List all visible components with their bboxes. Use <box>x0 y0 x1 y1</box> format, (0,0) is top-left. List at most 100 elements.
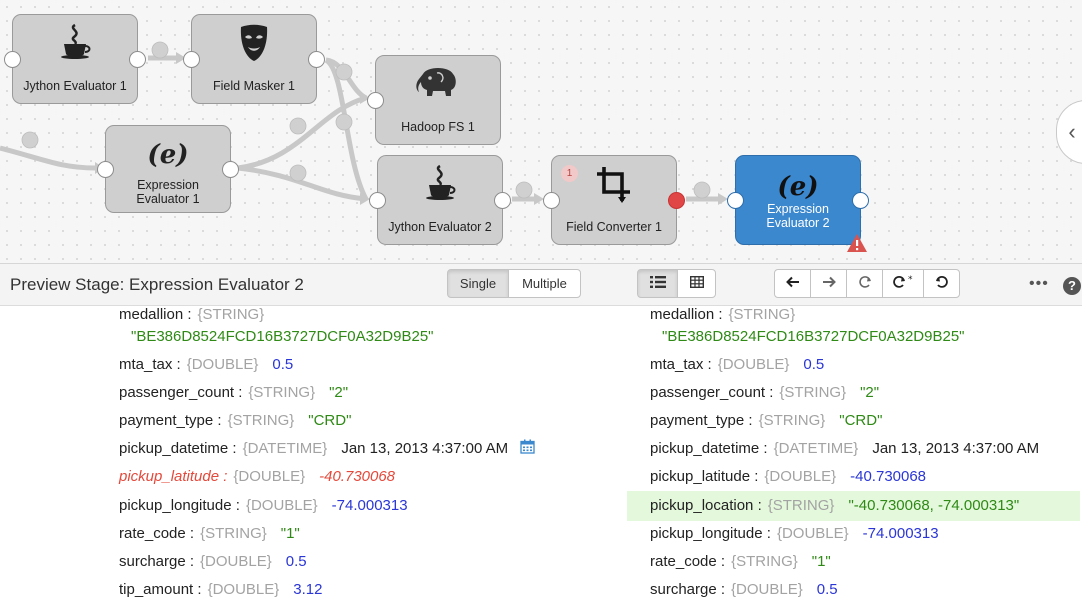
refresh-button[interactable] <box>846 269 883 298</box>
stage-label: Field Masker 1 <box>213 79 295 93</box>
field-value: "2" <box>329 383 349 401</box>
table-view-button[interactable] <box>677 269 716 298</box>
input-port[interactable] <box>97 160 114 178</box>
arrow-left-icon <box>785 276 800 291</box>
stage-label: Hadoop FS 1 <box>401 120 475 134</box>
field-value: 0.5 <box>803 355 825 373</box>
stage-jython-evaluator-1[interactable]: Jython Evaluator 1 <box>4 14 146 104</box>
record-field: payment_type :{STRING}"CRD" <box>119 409 351 431</box>
input-port[interactable] <box>183 50 200 68</box>
calendar-icon[interactable] <box>520 439 535 458</box>
record-field: pickup_latitude : {DOUBLE} -40.730068 <box>119 466 395 488</box>
field-type: {DOUBLE} <box>731 581 803 599</box>
field-name: pickup_longitude : <box>650 524 771 542</box>
more-options-button[interactable]: ••• <box>1029 275 1049 292</box>
record-mode-toggle: Single Multiple <box>447 269 581 298</box>
field-value: "1" <box>811 552 831 570</box>
output-port[interactable] <box>222 160 239 178</box>
stage-label: Expression Evaluator 1 <box>136 178 200 206</box>
field-type: {DOUBLE} <box>186 355 259 373</box>
error-count-badge[interactable]: 1 <box>561 165 578 182</box>
help-icon[interactable]: ? <box>1063 277 1081 295</box>
field-value: "2" <box>860 383 880 401</box>
field-name: surcharge : <box>650 581 726 599</box>
table-view-icon <box>689 275 704 291</box>
record-field-value-line: "BE386D8524FCD16B3727DCF0A32D9B25" <box>131 325 434 347</box>
field-type: {DOUBLE} <box>717 355 790 373</box>
refresh-with-changes-button[interactable]: * <box>882 269 924 298</box>
field-name: pickup_longitude : <box>119 496 240 514</box>
field-type: {STRING} <box>767 496 835 514</box>
record-field: surcharge :{DOUBLE}0.5 <box>650 579 838 601</box>
output-port[interactable] <box>494 191 511 209</box>
stage-field-masker-1[interactable]: Field Masker 1 <box>183 14 325 104</box>
single-mode-button[interactable]: Single <box>447 269 509 298</box>
expression-e-icon: (e) <box>736 170 860 202</box>
stage-jython-evaluator-2[interactable]: Jython Evaluator 2 <box>369 155 511 245</box>
field-type: {STRING} <box>200 524 267 542</box>
pipeline-canvas[interactable]: Jython Evaluator 1 Field Masker 1 Hadoop <box>0 0 1082 264</box>
input-port[interactable] <box>369 191 386 209</box>
field-name: mta_tax : <box>119 355 181 373</box>
field-value: Jan 13, 2013 4:37:00 AM <box>872 440 1040 458</box>
field-type: {STRING} <box>227 411 295 429</box>
stage-expression-evaluator-2[interactable]: (e) Expression Evaluator 2 <box>727 155 869 252</box>
svg-text:*: * <box>908 275 913 285</box>
field-value: Jan 13, 2013 4:37:00 AM <box>341 440 509 458</box>
crop-convert-icon <box>552 164 676 204</box>
input-port[interactable] <box>367 91 384 109</box>
record-field: rate_code : {STRING} "1" <box>119 522 300 544</box>
field-type: {DOUBLE} <box>200 552 272 570</box>
list-view-button[interactable] <box>637 269 678 298</box>
input-port[interactable] <box>4 50 21 68</box>
field-value: -74.000313 <box>862 524 939 542</box>
field-value: 0.5 <box>285 552 307 570</box>
step-back-button[interactable] <box>774 269 811 298</box>
field-type: {DOUBLE} <box>764 468 837 486</box>
record-field: pickup_datetime :{DATETIME}Jan 13, 2013 … <box>119 438 535 460</box>
stage-hadoop-fs-1[interactable]: Hadoop FS 1 <box>367 55 501 145</box>
output-port[interactable] <box>852 191 869 209</box>
field-name: rate_code : <box>119 524 195 542</box>
step-forward-button[interactable] <box>810 269 847 298</box>
field-type: {DATETIME} <box>242 440 328 458</box>
record-field: passenger_count :{STRING}"2" <box>650 381 879 403</box>
input-port[interactable] <box>727 191 744 209</box>
warning-icon[interactable] <box>846 233 868 256</box>
stage-label: Expression Evaluator 2 <box>766 202 830 230</box>
error-output-port[interactable] <box>668 191 685 209</box>
field-value: "CRD" <box>308 411 352 429</box>
stage-expression-evaluator-1[interactable]: (e) Expression Evaluator 1 <box>97 125 239 213</box>
output-port[interactable] <box>308 50 325 68</box>
stage-field-converter-1[interactable]: 1 Field Converter 1 <box>543 155 685 245</box>
field-value: 0.5 <box>272 355 294 373</box>
field-name: tip_amount : <box>119 581 202 599</box>
refresh-with-changes-icon: * <box>892 275 914 292</box>
field-type: {DOUBLE} <box>233 468 306 486</box>
field-type: {STRING} <box>779 383 847 401</box>
output-port[interactable] <box>129 50 146 68</box>
record-field: pickup_latitude :{DOUBLE}-40.730068 <box>650 466 926 488</box>
input-port[interactable] <box>543 191 560 209</box>
expression-e-icon: (e) <box>106 138 230 170</box>
record-field-value-line: "BE386D8524FCD16B3727DCF0A32D9B25" <box>662 325 965 347</box>
reset-icon <box>935 275 949 292</box>
field-name: pickup_datetime : <box>650 440 768 458</box>
field-name: mta_tax : <box>650 355 712 373</box>
reset-button[interactable] <box>923 269 960 298</box>
record-field: mta_tax : {DOUBLE} 0.5 <box>650 353 824 375</box>
multiple-mode-button[interactable]: Multiple <box>508 269 581 298</box>
stage-label: Jython Evaluator 1 <box>23 79 127 93</box>
record-field: mta_tax : {DOUBLE} 0.5 <box>119 353 293 375</box>
field-value: -40.730068 <box>319 468 396 486</box>
field-name: pickup_latitude : <box>119 468 228 486</box>
arrow-right-icon <box>822 276 836 291</box>
jython-cup-icon <box>13 23 137 59</box>
field-type: {DOUBLE} <box>207 581 280 599</box>
field-value: -74.000313 <box>331 496 408 514</box>
field-type: {DOUBLE} <box>245 496 318 514</box>
record-field: pickup_longitude :{DOUBLE}-74.000313 <box>650 522 939 544</box>
record-field: pickup_datetime :{DATETIME}Jan 13, 2013 … <box>650 438 1039 460</box>
preview-toolbar: Preview Stage: Expression Evaluator 2 Si… <box>0 264 1082 306</box>
field-value: "1" <box>280 524 300 542</box>
